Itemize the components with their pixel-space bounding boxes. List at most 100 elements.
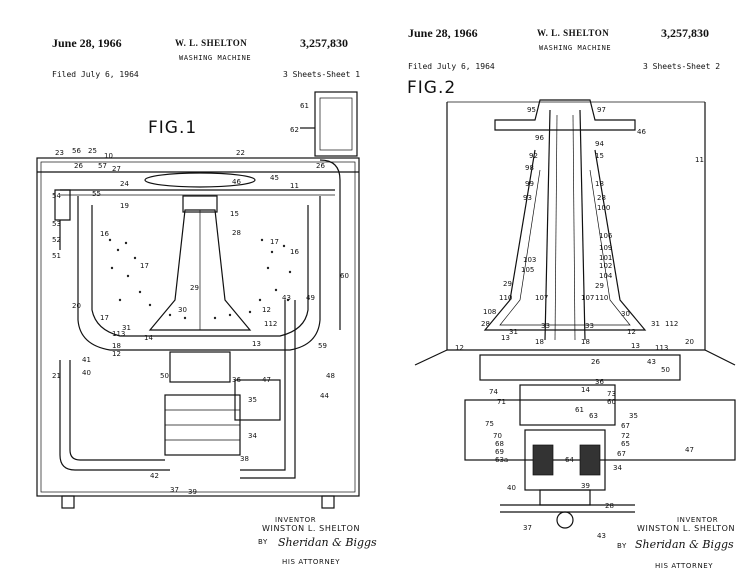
svg-text:16: 16 <box>290 248 299 256</box>
svg-text:113: 113 <box>655 344 668 352</box>
outer-tub <box>78 196 320 350</box>
svg-text:17: 17 <box>270 238 279 246</box>
svg-text:34: 34 <box>248 432 257 440</box>
svg-text:112: 112 <box>665 320 678 328</box>
svg-text:30: 30 <box>621 310 630 318</box>
svg-text:42: 42 <box>150 472 159 480</box>
patent-sheet-2: June 28, 1966 W. L. SHELTON WASHING MACH… <box>385 0 750 574</box>
svg-text:102: 102 <box>599 262 612 270</box>
svg-text:37: 37 <box>170 486 179 494</box>
svg-text:26: 26 <box>74 162 83 170</box>
svg-text:100: 100 <box>597 204 610 212</box>
svg-text:33: 33 <box>585 322 594 330</box>
svg-text:20: 20 <box>685 338 694 346</box>
svg-text:105: 105 <box>521 266 534 274</box>
svg-text:18: 18 <box>535 338 544 346</box>
svg-text:31: 31 <box>509 328 518 336</box>
svg-text:109: 109 <box>599 244 612 252</box>
svg-text:28: 28 <box>605 502 614 510</box>
svg-text:46: 46 <box>232 178 241 186</box>
svg-text:49: 49 <box>306 294 315 302</box>
svg-text:29: 29 <box>595 282 604 290</box>
svg-text:27: 27 <box>112 165 121 173</box>
svg-text:13: 13 <box>252 340 261 348</box>
svg-text:15: 15 <box>595 152 604 160</box>
svg-text:36: 36 <box>232 376 241 384</box>
svg-text:52: 52 <box>52 236 61 244</box>
svg-text:23: 23 <box>55 149 64 157</box>
svg-text:43: 43 <box>647 358 656 366</box>
svg-text:92: 92 <box>529 152 538 160</box>
svg-text:112: 112 <box>264 320 277 328</box>
svg-text:35: 35 <box>248 396 257 404</box>
svg-text:103: 103 <box>523 256 536 264</box>
sheet2-inventor-full: WINSTON L. SHELTON <box>637 524 735 533</box>
svg-text:50: 50 <box>160 372 169 380</box>
svg-text:38: 38 <box>240 455 249 463</box>
svg-text:33: 33 <box>541 322 550 330</box>
svg-text:21: 21 <box>52 372 61 380</box>
sheet2-inventor-caption: INVENTOR <box>677 516 718 524</box>
svg-text:94: 94 <box>595 140 604 148</box>
svg-text:40: 40 <box>82 369 91 377</box>
svg-text:72: 72 <box>621 432 630 440</box>
svg-text:44: 44 <box>320 392 329 400</box>
sheet2-by: BY <box>617 542 627 550</box>
svg-text:26: 26 <box>316 162 325 170</box>
svg-text:107: 107 <box>581 294 594 302</box>
svg-text:59: 59 <box>318 342 327 350</box>
svg-text:60: 60 <box>607 398 616 406</box>
svg-text:12: 12 <box>455 344 464 352</box>
svg-text:63a: 63a <box>495 456 508 464</box>
fig2-drawing: 959746 119694 929815 991893 28100106 109… <box>385 0 750 574</box>
svg-text:75: 75 <box>485 420 494 428</box>
svg-text:61: 61 <box>300 102 309 110</box>
sheet1-attorney-signature: Sheridan & Biggs <box>278 536 377 549</box>
sheet1-by: BY <box>258 538 268 546</box>
svg-text:98: 98 <box>525 164 534 172</box>
svg-text:35: 35 <box>629 412 638 420</box>
fig1-drawing: 235625 102254 551953 525116 174645 11152… <box>0 0 380 574</box>
svg-text:71: 71 <box>497 398 506 406</box>
svg-text:110: 110 <box>595 294 608 302</box>
svg-text:12: 12 <box>262 306 271 314</box>
svg-text:74: 74 <box>489 388 498 396</box>
svg-text:13: 13 <box>631 342 640 350</box>
svg-text:43: 43 <box>597 532 606 540</box>
svg-text:36: 36 <box>595 378 604 386</box>
svg-text:11: 11 <box>695 156 704 164</box>
svg-text:15: 15 <box>230 210 239 218</box>
svg-text:93: 93 <box>523 194 532 202</box>
svg-text:24: 24 <box>120 180 129 188</box>
svg-text:106: 106 <box>599 232 613 240</box>
svg-text:22: 22 <box>236 149 245 157</box>
svg-text:51: 51 <box>52 252 61 260</box>
svg-text:39: 39 <box>188 488 197 496</box>
svg-text:29: 29 <box>190 284 199 292</box>
svg-text:17: 17 <box>100 314 109 322</box>
svg-text:29: 29 <box>503 280 512 288</box>
svg-text:65: 65 <box>621 440 630 448</box>
svg-text:62: 62 <box>290 126 299 134</box>
svg-text:50: 50 <box>661 366 670 374</box>
svg-text:18: 18 <box>581 338 590 346</box>
svg-text:14: 14 <box>581 386 590 394</box>
svg-text:45: 45 <box>270 174 279 182</box>
svg-text:110: 110 <box>499 294 512 302</box>
svg-text:64: 64 <box>565 456 574 464</box>
sheet1-inventor-full: WINSTON L. SHELTON <box>262 524 360 533</box>
svg-text:12: 12 <box>112 350 121 358</box>
svg-text:31: 31 <box>651 320 660 328</box>
svg-text:67: 67 <box>617 450 626 458</box>
svg-text:28: 28 <box>597 194 606 202</box>
svg-text:25: 25 <box>88 147 97 155</box>
svg-text:104: 104 <box>599 272 613 280</box>
svg-text:69: 69 <box>495 448 504 456</box>
svg-text:18: 18 <box>595 180 604 188</box>
sheet1-inventor-caption: INVENTOR <box>275 516 316 524</box>
svg-text:48: 48 <box>326 372 335 380</box>
svg-text:60: 60 <box>340 272 349 280</box>
svg-text:57: 57 <box>98 162 107 170</box>
svg-text:39: 39 <box>581 482 590 490</box>
svg-text:97: 97 <box>597 106 606 114</box>
